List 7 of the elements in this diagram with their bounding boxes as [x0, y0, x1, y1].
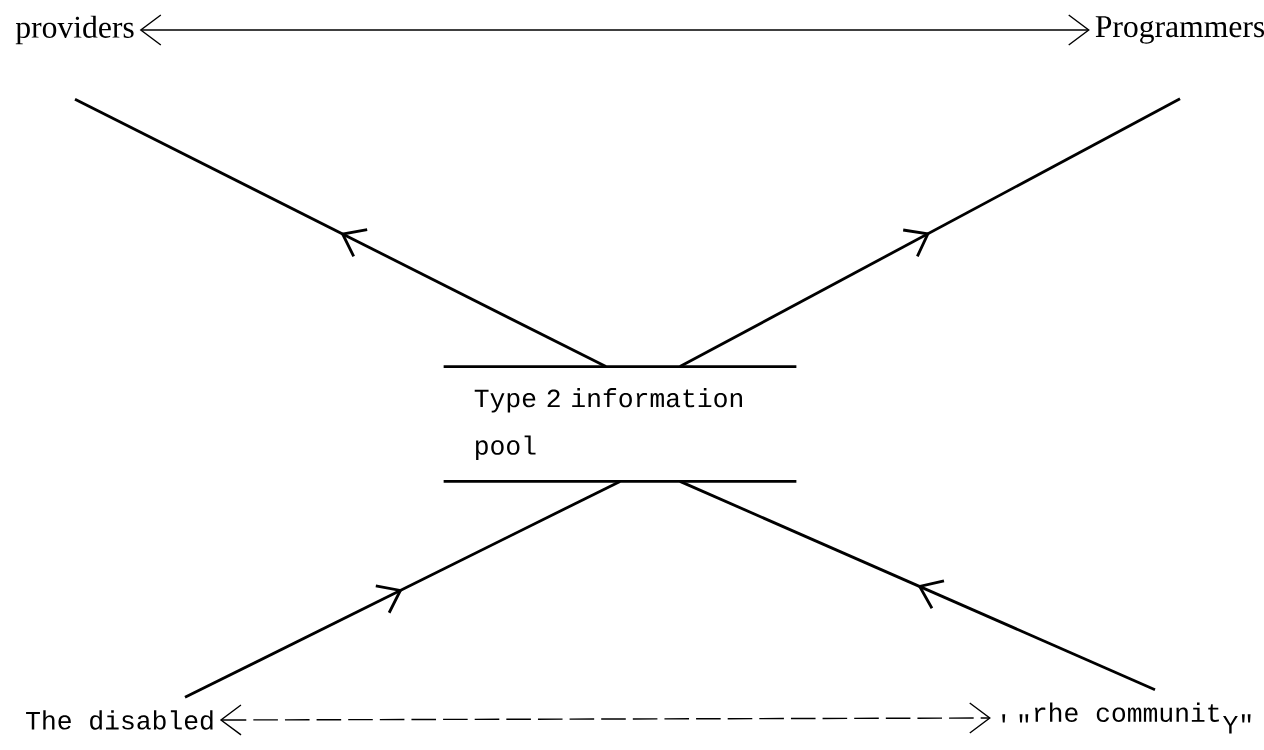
node-label: providers	[15, 15, 134, 45]
node-label: The disabled	[26, 710, 213, 730]
node-label: Programmers	[1095, 16, 1264, 44]
arrow	[219, 702, 991, 736]
arrow	[139, 14, 1090, 46]
node-label: $\texttt{'\,"}^{\texttt{rhe communit}}\texttt{Y"}$	[1002, 702, 1251, 734]
data-store: Type 2 information pool	[443, 365, 797, 483]
